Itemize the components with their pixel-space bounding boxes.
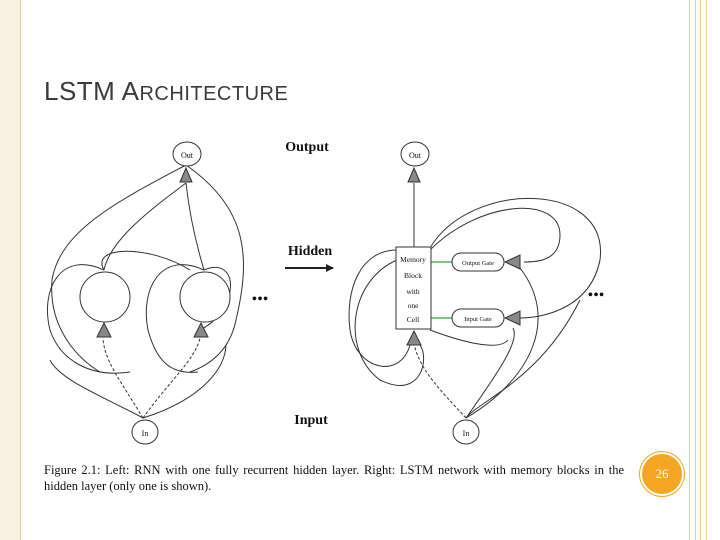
figure-caption: Figure 2.1: Left: RNN with one fully rec… <box>44 463 624 493</box>
lstm-network <box>348 183 601 419</box>
output-triangle <box>179 166 193 183</box>
lstm-out-label: Out <box>409 151 422 160</box>
page-number-badge: 26 <box>640 452 684 496</box>
rnn-in-label: In <box>142 429 149 438</box>
slide-border-line <box>695 0 696 540</box>
slide-title: LSTM ARCHITECTURE <box>44 76 289 106</box>
rnn-out-label: Out <box>181 151 194 160</box>
lstm-in-node <box>452 419 480 445</box>
input-triangle <box>96 321 112 338</box>
rnn-in-node <box>131 419 159 445</box>
output-triangle <box>407 166 421 183</box>
input-triangle <box>406 329 422 346</box>
lstm-out-node <box>400 141 430 167</box>
rnn-diagram <box>46 164 244 419</box>
memory-block-line: one <box>408 301 420 310</box>
slide-border-line <box>700 0 701 540</box>
hidden-label: Hidden <box>288 244 333 259</box>
slide-left-border <box>0 0 20 540</box>
memory-block-line: with <box>406 287 420 296</box>
ellipsis: ••• <box>252 291 269 308</box>
gate-triangle <box>503 254 521 270</box>
input-gate-label: Input Gate <box>464 316 492 323</box>
gate-triangle <box>503 310 521 326</box>
rnn-hidden-unit <box>79 271 131 323</box>
ellipsis: ••• <box>588 287 605 304</box>
memory-block-line: Cell <box>407 315 420 324</box>
input-label: Input <box>294 413 328 428</box>
lstm-in-label: In <box>463 429 470 438</box>
rnn-out-node <box>172 141 202 167</box>
rnn-hidden-unit <box>179 271 231 323</box>
memory-block-line: Block <box>404 271 422 280</box>
output-label: Output <box>285 140 329 155</box>
slide-border-line <box>689 0 690 540</box>
input-triangle <box>193 321 209 338</box>
slide-border-line <box>706 0 707 540</box>
output-gate-label: Output Gate <box>462 260 494 267</box>
memory-block <box>395 246 432 330</box>
memory-block-line: Memory <box>400 255 426 264</box>
slide-border-line <box>20 0 21 540</box>
